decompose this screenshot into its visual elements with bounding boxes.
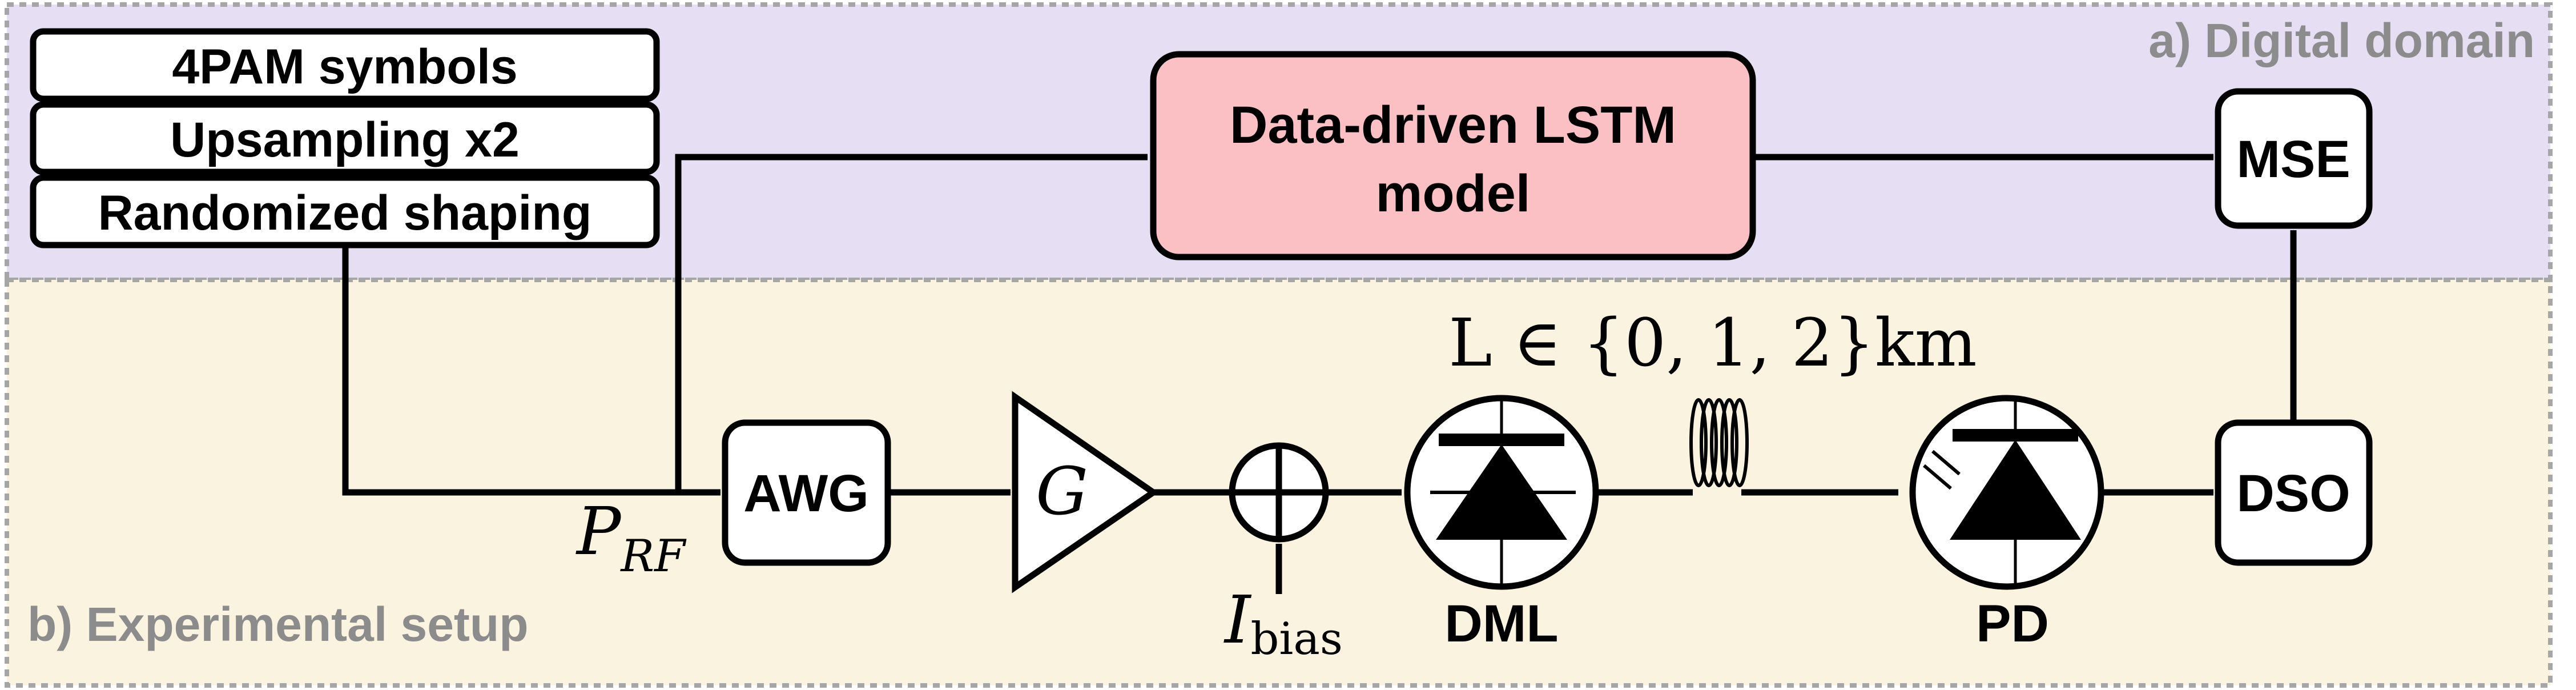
lstm-model-block	[1150, 51, 1756, 260]
dso-label: DSO	[2236, 464, 2350, 523]
fiber-spool-icon	[1689, 398, 1749, 487]
shaping-to-awg-line	[342, 245, 721, 496]
dml-label: DML	[1444, 595, 1558, 653]
randomized-shaping-label: Randomized shaping	[98, 186, 592, 240]
fiber-length-label: L ∈ {0, 1, 2}km	[1448, 305, 1977, 382]
pd-light-arrow-2	[1923, 464, 1952, 490]
upsampling-label: Upsampling x2	[170, 113, 520, 167]
lstm-model-label-line2: model	[1376, 165, 1531, 223]
pd-light-arrow-1	[1931, 450, 1961, 476]
pd-diode-triangle	[1950, 440, 2081, 540]
p-rf-label: PRF	[575, 494, 687, 582]
awg-label: AWG	[743, 464, 869, 523]
shaping-to-lstm-line	[675, 154, 1148, 492]
mse-label: MSE	[2236, 130, 2350, 188]
experimental-setup-label: b) Experimental setup	[27, 597, 529, 651]
upsampling-block	[30, 101, 660, 175]
pam-symbols-label: 4PAM symbols	[172, 39, 517, 94]
pd-label: PD	[1976, 595, 2049, 653]
digital-domain-label: a) Digital domain	[2148, 14, 2535, 67]
pam-symbols-block	[30, 28, 660, 102]
mse-block	[2215, 88, 2373, 229]
amplifier-gain-label: G	[1036, 454, 1088, 530]
amplifier-triangle	[1012, 391, 1159, 593]
lstm-model-label-line1: Data-driven LSTM	[1230, 96, 1676, 154]
bias-current-label: Ibias	[1223, 582, 1343, 665]
